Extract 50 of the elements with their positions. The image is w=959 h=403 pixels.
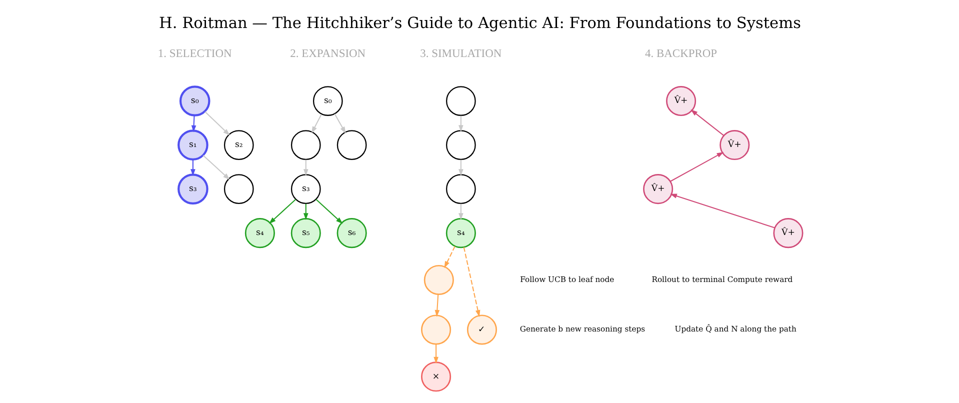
label: Generate b new reasoning steps	[519, 324, 645, 334]
arrow	[202, 154, 230, 180]
arrow	[268, 198, 296, 224]
node-circle: s₁	[177, 130, 208, 160]
arrow	[433, 344, 438, 364]
node-circle: ×	[420, 362, 451, 392]
arrow	[670, 152, 724, 182]
arrow	[670, 194, 774, 228]
node-circle: V̂+	[772, 218, 803, 248]
arrow	[334, 114, 346, 134]
node-circle	[336, 130, 366, 160]
arrow	[458, 204, 463, 220]
label: 3. SIMULATION	[420, 48, 502, 60]
diagram-title: H. Roitman — The Hitchhiker’s Guide to Agentic AI: From Foundations to Systems	[158, 14, 800, 32]
arrow	[190, 160, 195, 176]
node-circle	[446, 174, 476, 204]
node-circle: V̂+	[666, 86, 696, 116]
node-circle	[290, 130, 320, 160]
label: Update Q̂ and N along the path	[674, 324, 796, 334]
arrow	[204, 111, 230, 136]
label: 1. SELECTION	[157, 48, 232, 60]
node-circle	[420, 314, 451, 345]
arrow	[444, 246, 455, 268]
arrow	[302, 204, 308, 220]
arrow	[190, 116, 196, 132]
label: 2. EXPANSION	[290, 48, 366, 60]
node-circle: s₅	[290, 218, 320, 248]
arrow	[458, 160, 463, 176]
arrow	[311, 114, 322, 134]
arrow	[462, 247, 480, 317]
arrow	[302, 160, 308, 176]
node-circle	[446, 86, 476, 116]
arrow	[434, 294, 440, 317]
node-circle: V̂+	[719, 130, 750, 160]
node-circle: V̂+	[642, 174, 673, 204]
arrow	[315, 198, 342, 224]
node-circle: s₃	[177, 174, 208, 204]
node-circle: s₂	[223, 130, 254, 160]
arrow	[458, 116, 463, 132]
arrow	[690, 110, 724, 136]
node-circle	[446, 130, 476, 160]
label: 4. BACKPROP	[644, 48, 717, 60]
node-circle: s₃	[290, 174, 320, 204]
node-circle	[423, 264, 454, 295]
node-circle: ✓	[466, 314, 496, 345]
node-circle: s₀	[312, 86, 342, 116]
node-circle: s₄	[445, 218, 476, 248]
label: Rollout to terminal Compute reward	[651, 274, 792, 284]
label: Follow UCB to leaf node	[520, 274, 614, 284]
node-circle: s₀	[178, 86, 210, 116]
